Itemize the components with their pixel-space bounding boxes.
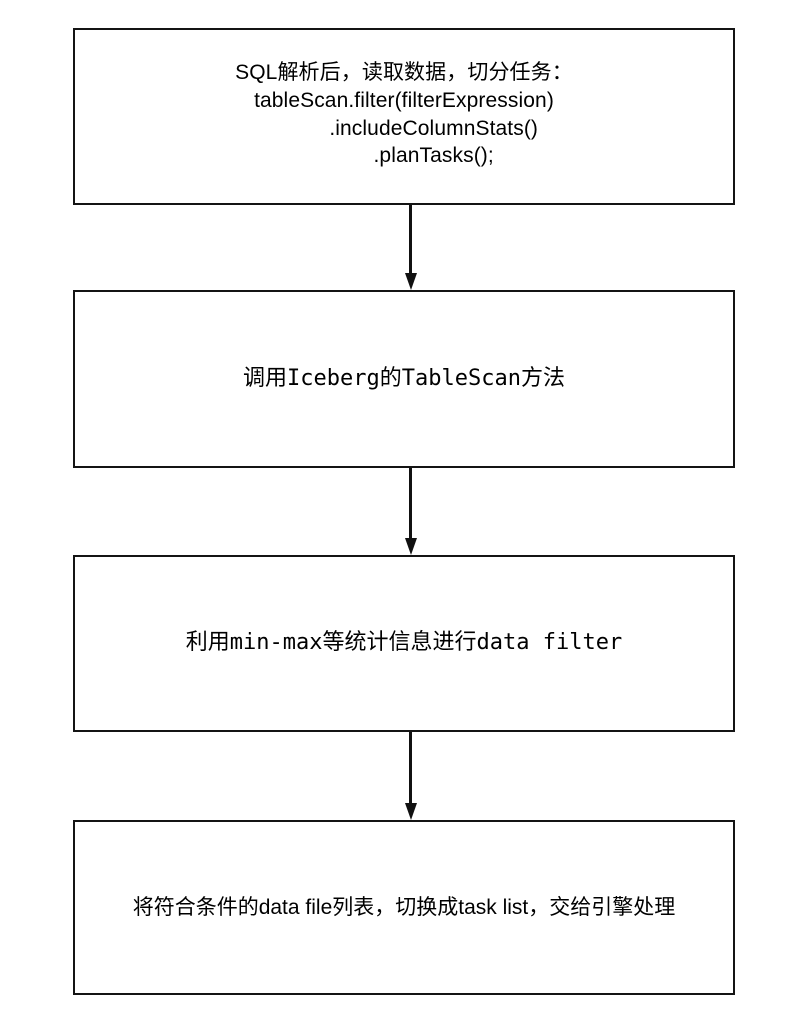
connector-line [409, 732, 412, 805]
flowchart-connector-1 [405, 205, 417, 290]
flowchart-node-3[interactable]: 利用min-max等统计信息进行data filter [73, 555, 735, 732]
flowchart-node-4-label: 将符合条件的data file列表，切换成task list，交给引擎处理 [132, 895, 676, 919]
flowchart-node-4[interactable]: 将符合条件的data file列表，切换成task list，交给引擎处理 [73, 820, 735, 995]
flowchart-node-3-label: 利用min-max等统计信息进行data filter [185, 630, 623, 656]
flowchart-node-2-label: 调用Iceberg的TableScan方法 [243, 365, 565, 391]
arrowhead-down-icon [405, 803, 417, 820]
flowchart-node-2[interactable]: 调用Iceberg的TableScan方法 [73, 290, 735, 468]
connector-line [409, 205, 412, 275]
flowchart-node-1[interactable]: SQL解析后，读取数据，切分任务： tableScan.filter(filte… [73, 28, 735, 205]
flowchart-node-1-label: SQL解析后，读取数据，切分任务： tableScan.filter(filte… [235, 60, 573, 168]
arrowhead-down-icon [405, 273, 417, 290]
flowchart-connector-2 [405, 468, 417, 555]
arrowhead-down-icon [405, 538, 417, 555]
flowchart-connector-3 [405, 732, 417, 820]
connector-line [409, 468, 412, 540]
